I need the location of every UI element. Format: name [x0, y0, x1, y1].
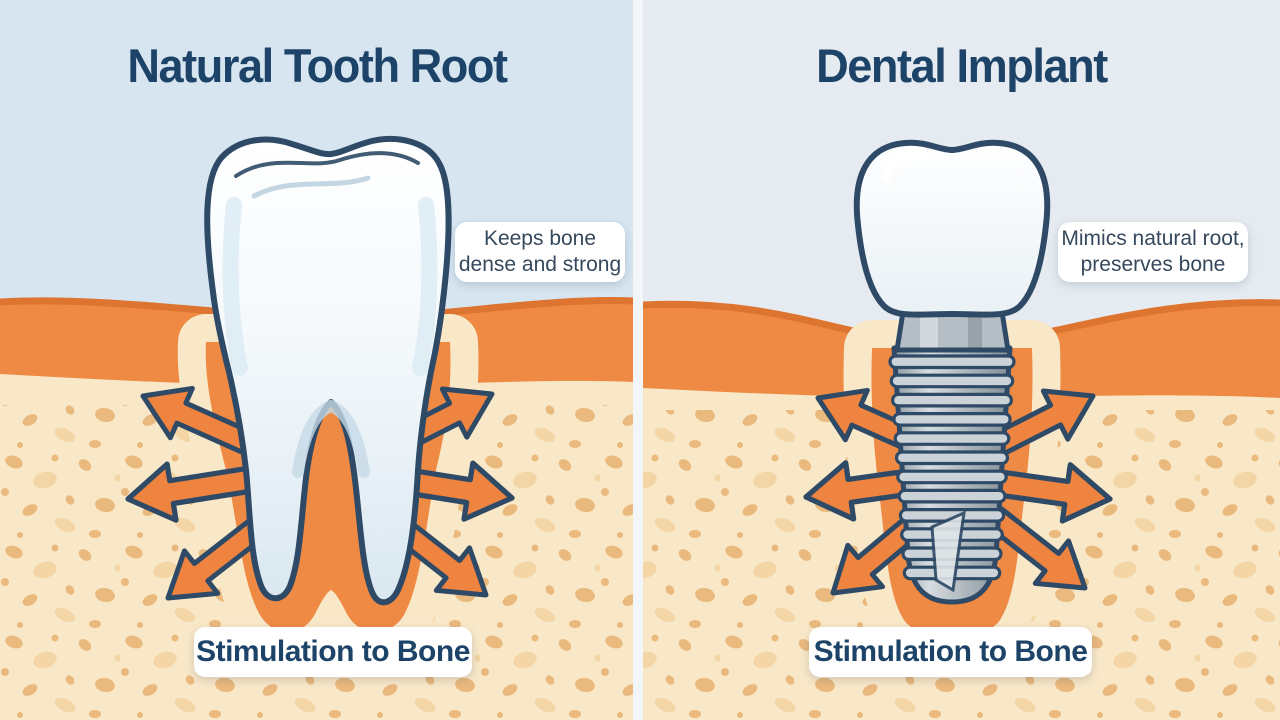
panel-dental-implant: [639, 0, 1280, 720]
tooth-body: [204, 135, 452, 606]
left-bone-label-text: Stimulation to Bone: [196, 635, 470, 668]
panel-natural-tooth: [0, 0, 638, 720]
screw-thread: [888, 354, 1016, 370]
right-panel-title: Dental Implant: [816, 39, 1108, 92]
screw-thread: [894, 450, 1010, 466]
screw-thread: [889, 373, 1015, 389]
right-callout-line1: Mimics natural root,: [1061, 227, 1245, 250]
screw-thread: [892, 412, 1012, 427]
left-panel-title: Natural Tooth Root: [127, 39, 508, 92]
screw-thread: [890, 392, 1013, 408]
screw-thread: [897, 488, 1007, 504]
crown-highlight: [881, 149, 933, 183]
right-bone-label: Stimulation to Bone: [809, 627, 1092, 677]
natural-tooth-illustration: [204, 135, 452, 606]
enamel-detail-line: [234, 151, 420, 178]
screw-thread: [896, 469, 1008, 485]
right-callout-line2: preserves bone: [1080, 253, 1226, 276]
implant-abutment: [897, 312, 1008, 350]
implant-crown: [853, 139, 1051, 318]
panel-divider: [633, 0, 643, 720]
screw-thread: [893, 431, 1011, 446]
dental-implant-illustration: [853, 139, 1051, 605]
left-bone-label: Stimulation to Bone: [194, 627, 472, 677]
tooth-shading-left-side: [222, 197, 248, 376]
abutment-facet-dark: [968, 314, 982, 348]
abutment-facet-light: [920, 314, 938, 348]
tooth-root-shading: [292, 399, 370, 478]
right-callout-box: Mimics natural root, preserves bone: [1058, 222, 1248, 282]
right-bone-label-text: Stimulation to Bone: [813, 635, 1088, 668]
tooth-shading-right-side: [412, 197, 438, 376]
implant-screw-flute: [930, 510, 966, 593]
left-callout-box: Keeps bone dense and strong: [455, 222, 625, 282]
left-callout-line2: dense and strong: [458, 253, 622, 276]
enamel-echo-line: [251, 175, 371, 199]
left-callout-line1: Keeps bone: [483, 227, 597, 250]
